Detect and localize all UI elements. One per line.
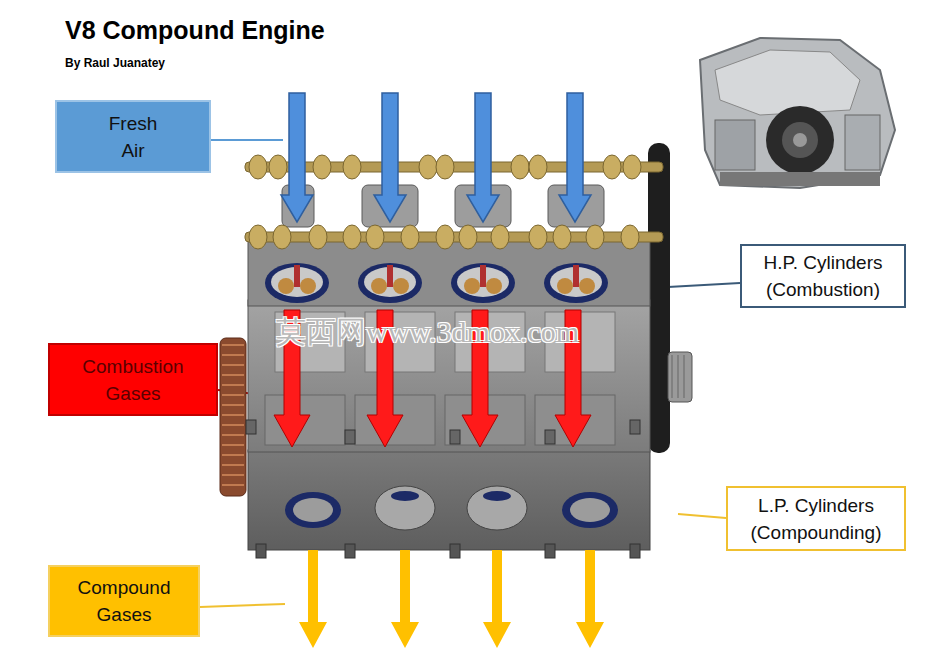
- combustion-gas-arrows: [274, 310, 591, 447]
- lp-cylinders-box: L.P. Cylinders (Compounding): [726, 486, 906, 551]
- flywheel: [220, 338, 246, 496]
- author-label: By Raul Juanatey: [65, 56, 165, 70]
- box-text: Fresh Air: [98, 110, 168, 164]
- box-text: H.P. Cylinders (Combustion): [748, 249, 898, 303]
- diagram-title: V8 Compound Engine: [65, 16, 325, 45]
- leader-lines: [200, 140, 740, 607]
- compound-gases-box: Compound Gases: [48, 565, 200, 637]
- lp-block: [248, 450, 650, 558]
- valve-tappets: [282, 185, 604, 227]
- watermark: 莫西网www.3dmox.com: [276, 312, 579, 353]
- belt-drive: [648, 143, 692, 453]
- box-text: Compound Gases: [64, 574, 184, 628]
- box-text: L.P. Cylinders (Compounding): [731, 492, 901, 546]
- hp-cylinders-box: H.P. Cylinders (Combustion): [740, 244, 906, 308]
- fresh-air-arrows: [281, 93, 591, 222]
- engine-block: [246, 300, 650, 452]
- compound-gas-arrows: [299, 550, 604, 648]
- engine-photo: [690, 30, 900, 190]
- combustion-gases-box: Combustion Gases: [48, 343, 218, 416]
- fresh-air-box: Fresh Air: [55, 100, 211, 173]
- box-text: Combustion Gases: [68, 353, 198, 407]
